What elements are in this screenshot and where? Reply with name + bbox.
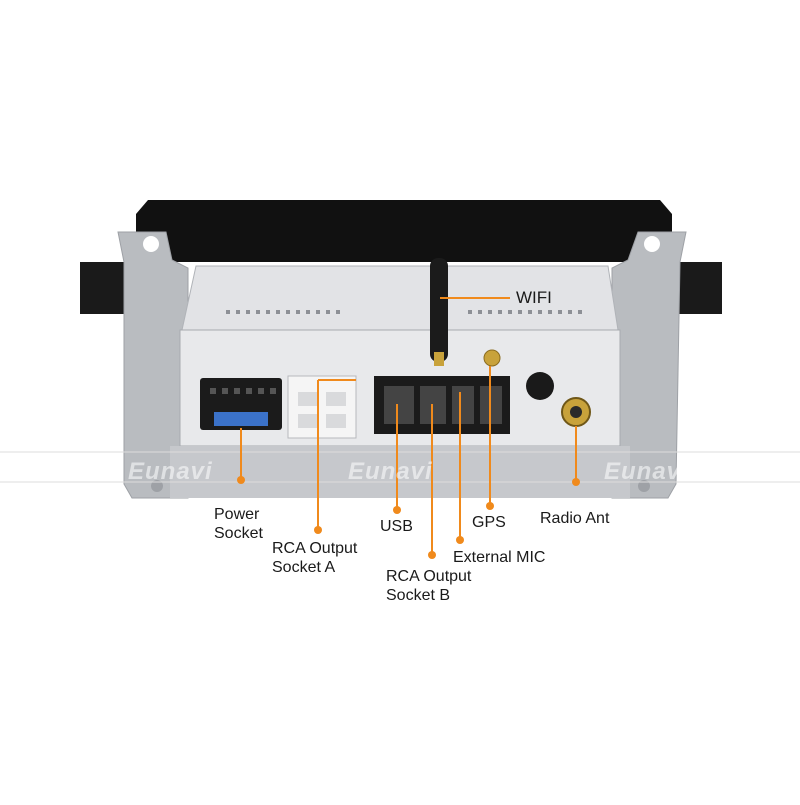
vent-holes-right [468,310,582,314]
wifi-label: WIFI [516,288,552,307]
left-mount-ear [80,262,128,314]
watermark-right: Eunavi [604,458,689,485]
chassis-top [181,265,619,331]
watermark-left: Eunavi [128,458,213,485]
chassis-bottom [170,446,630,498]
right-bracket-hole-2 [638,480,650,492]
radio-ant-label: Radio Ant [540,510,610,527]
gps-label: GPS [472,514,506,531]
leader-dots [237,476,580,559]
power-socket-label: Power Socket [214,506,263,542]
right-bracket-hole [644,236,660,252]
gps-jack [483,349,501,367]
watermark-center: Eunavi [348,458,433,485]
power-socket-blue-insert [214,412,268,426]
leader-lines [240,297,577,555]
rca-output-socket-a-label: RCA Output Socket A [272,540,358,576]
external-mic-label: External MIC [453,549,546,566]
usb-label: USB [380,518,413,535]
left-bracket-hole [143,236,159,252]
rca-output-socket-b-label: RCA Output Socket B [386,568,472,604]
tv-port [526,372,554,400]
left-bracket-hole-2 [151,480,163,492]
wifi-antenna [430,258,448,362]
right-bracket [611,231,687,499]
front-bezel [136,200,672,262]
rca-output-socket-a [287,375,357,439]
vent-holes-left [226,310,340,314]
